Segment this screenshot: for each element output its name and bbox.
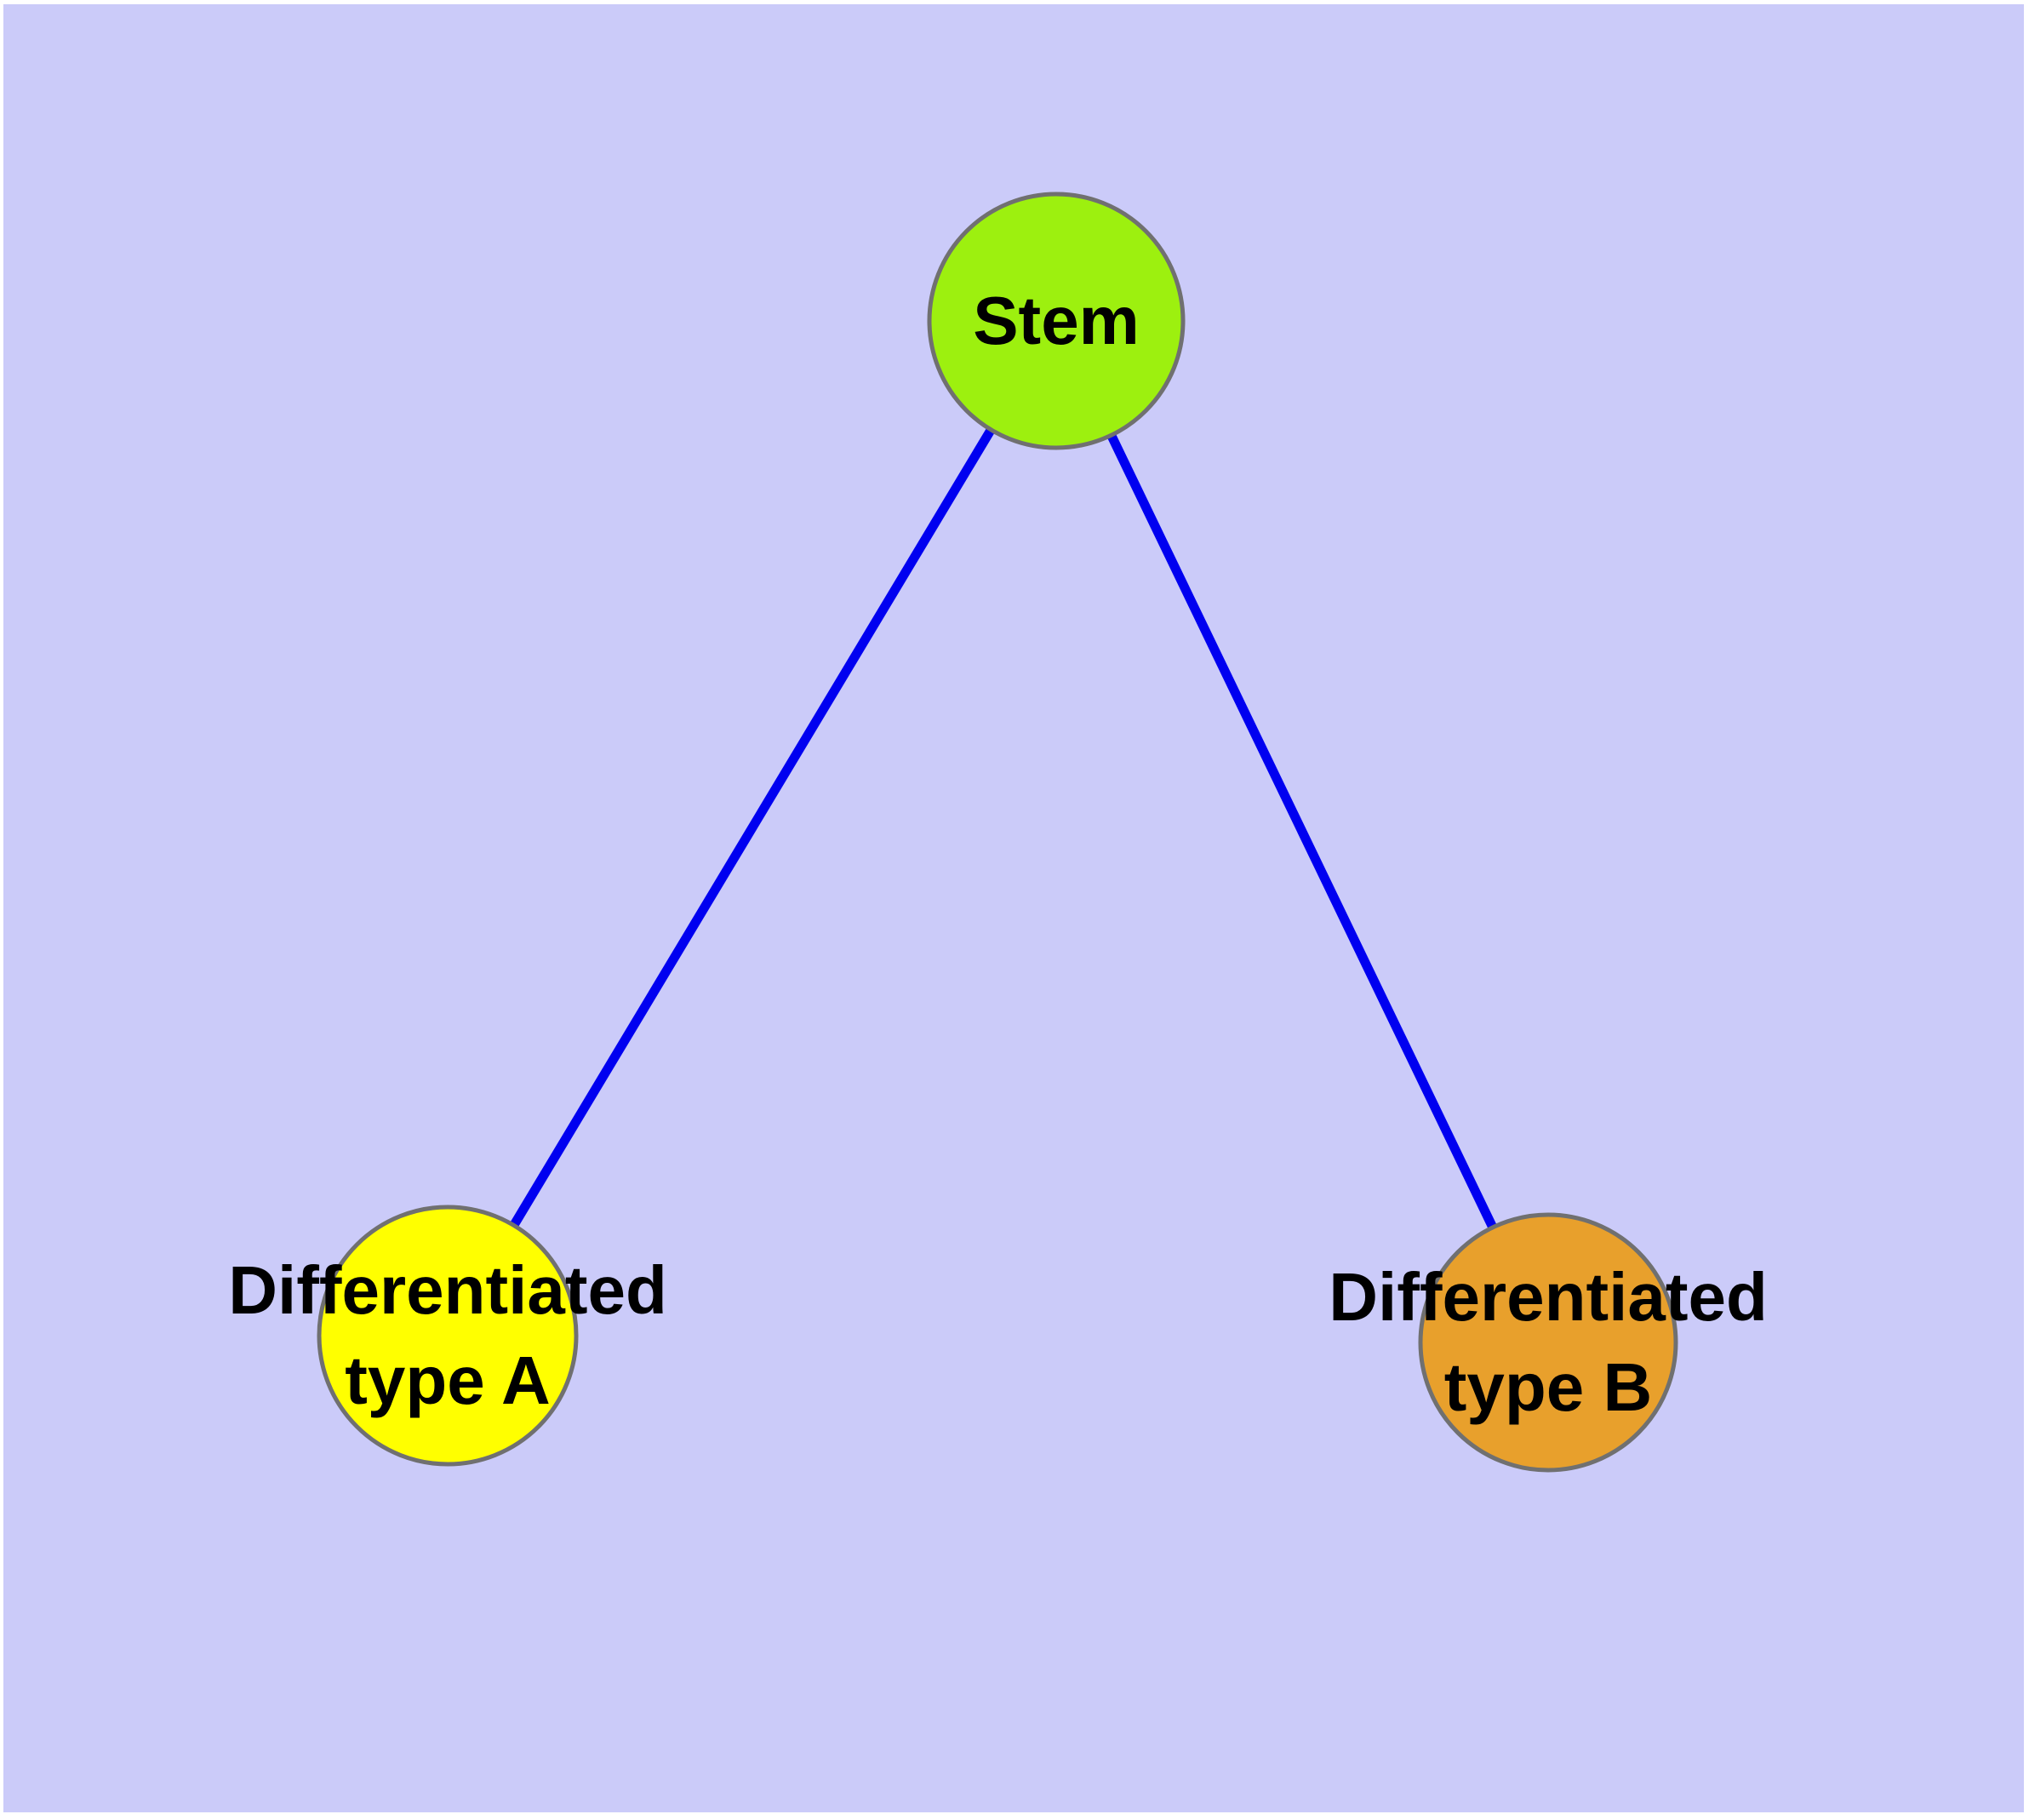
graph-svg: [317, 192, 1678, 1473]
edge-stem-to-differentiated-type-b: [1052, 318, 1552, 1345]
node-circle-differentiated-type-a: [317, 1205, 579, 1467]
node-circle-differentiated-type-b: [1418, 1212, 1678, 1473]
node-circle-stem: [927, 192, 1186, 450]
edge-stem-to-differentiated-type-a: [443, 318, 1060, 1338]
